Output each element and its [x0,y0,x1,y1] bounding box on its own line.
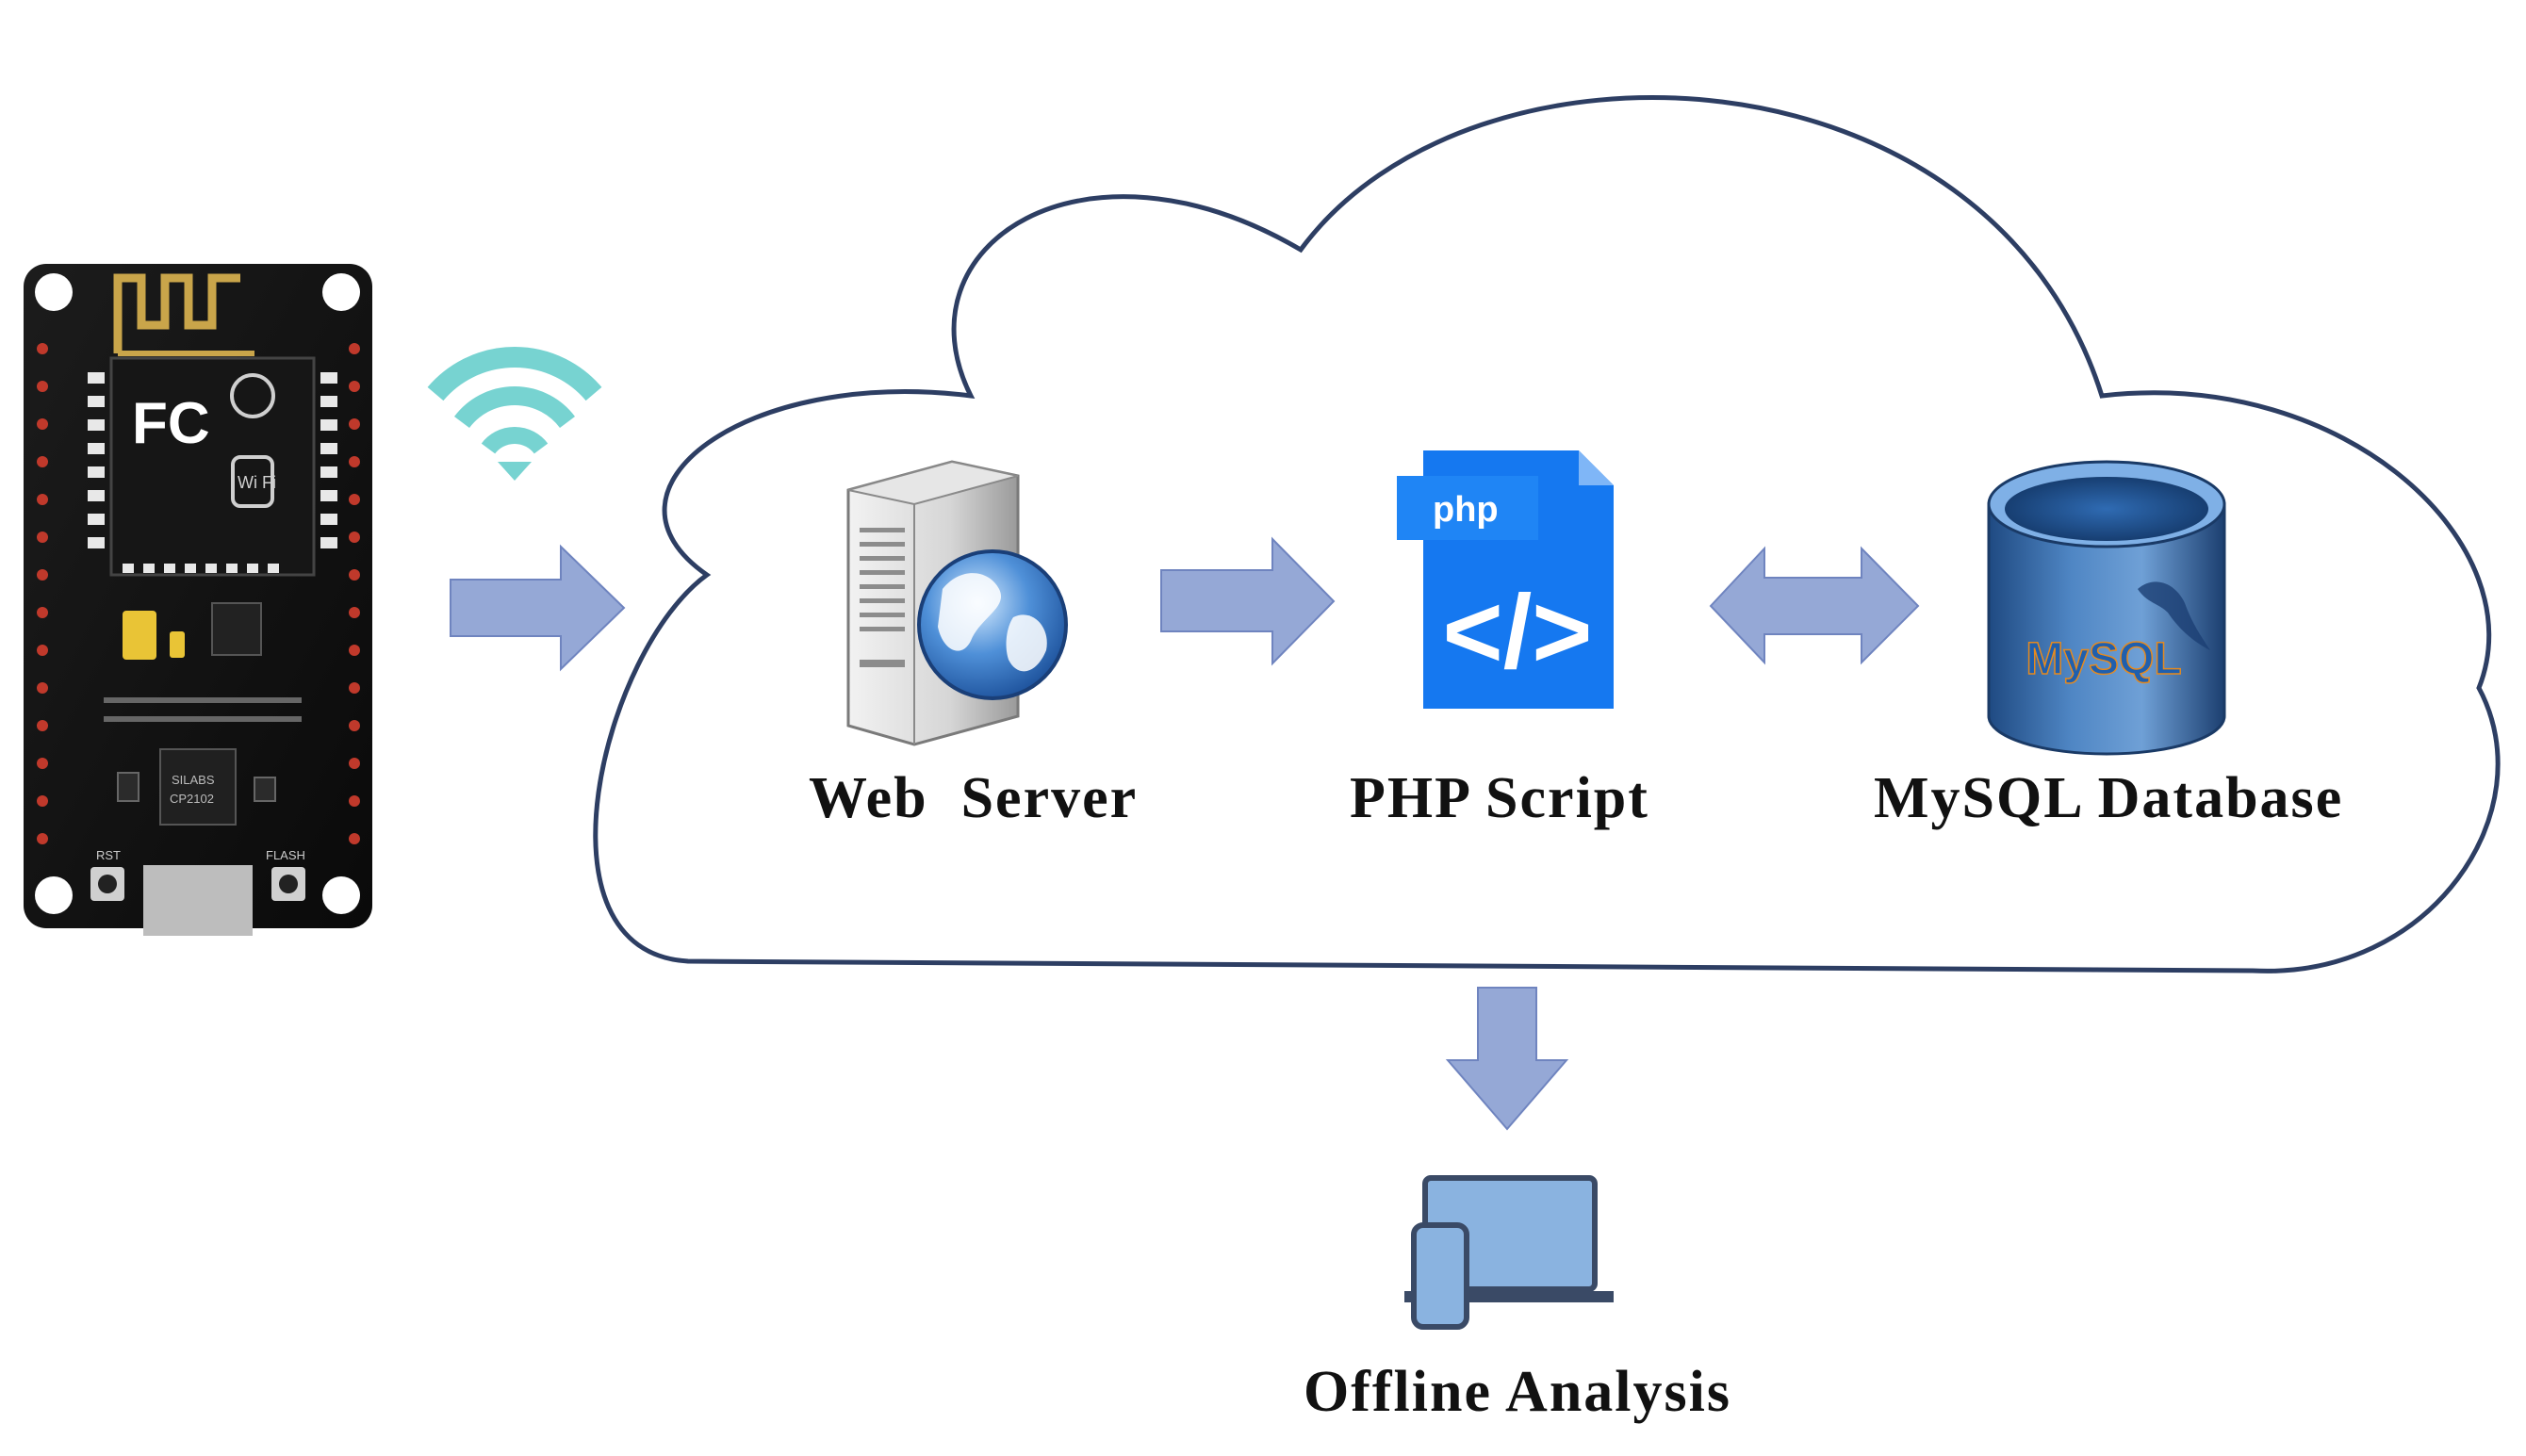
svg-text:RST: RST [96,848,121,862]
svg-text:FLASH: FLASH [266,848,305,862]
code-glyph: </> [1442,574,1592,690]
php-badge: php [1433,490,1499,530]
smartphone-icon [1411,1222,1469,1330]
svg-text:SILABS: SILABS [172,773,215,787]
web-server-label: Web Server [809,766,1139,830]
board-to-cloud-arrow [450,544,626,672]
cloud-to-device-arrow [1445,987,1569,1131]
globe-icon [917,549,1068,700]
offline-analysis-label: Offline Analysis [1304,1360,1732,1424]
php-script-label: PHP Script [1350,766,1649,830]
svg-text:Wi Fi: Wi Fi [238,473,276,492]
server-to-php-arrow [1160,536,1336,666]
mysql-database-icon: MySQL [1987,460,2226,756]
php-mysql-double-arrow [1709,546,1920,665]
svg-text:FC: FC [132,391,210,456]
svg-text:CP2102: CP2102 [170,792,214,806]
php-file-icon: php </> [1397,450,1614,709]
mysql-logo-text: MySQL [2026,634,2181,684]
wifi-icon [427,347,602,481]
nodemcu-board-icon: FC Wi Fi [24,264,372,936]
mysql-database-label: MySQL Database [1874,766,2344,830]
